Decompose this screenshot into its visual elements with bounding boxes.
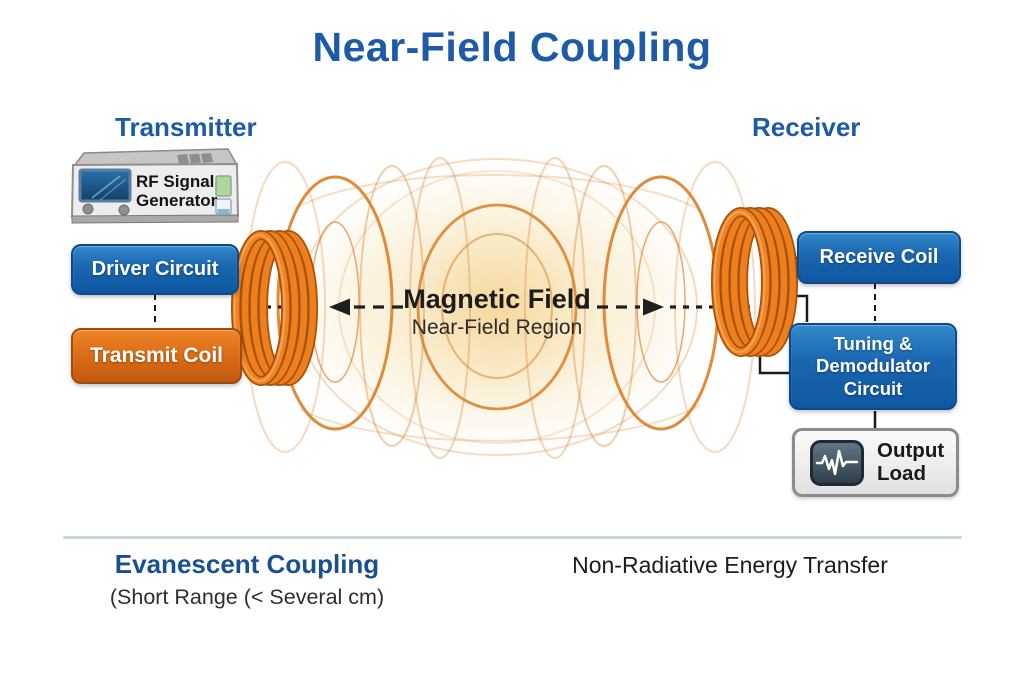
near-field-region-label: Near-Field Region xyxy=(411,316,583,339)
waveform-icon xyxy=(810,439,864,486)
output-load-label: Output Load xyxy=(877,439,945,485)
magnetic-field-label: Magnetic Field xyxy=(403,284,591,314)
footer-divider xyxy=(63,536,962,539)
transmit-coil-icon xyxy=(231,230,318,386)
page-title: Near-Field Coupling xyxy=(312,24,712,70)
output-load-box: Output Load xyxy=(792,428,959,497)
non-radiative-label: Non-Radiative Energy Transfer xyxy=(572,552,888,578)
generator-knob-icon xyxy=(118,204,130,216)
tuning-demodulator-box: Tuning & Demodulator Circuit xyxy=(789,323,957,410)
transmit-coil-box: Transmit Coil xyxy=(71,328,242,384)
evanescent-coupling-label: Evanescent Coupling xyxy=(114,549,380,579)
short-range-label: (Short Range (< Several cm) xyxy=(109,585,385,609)
receive-coil-icon xyxy=(711,207,798,357)
generator-green-indicator-icon xyxy=(215,175,232,197)
rf-generator-label: RF Signal Generator xyxy=(136,172,218,211)
driver-circuit-box: Driver Circuit xyxy=(71,244,239,295)
receiver-heading: Receiver xyxy=(752,112,861,142)
receive-coil-box: Receive Coil xyxy=(797,231,961,284)
generator-knob-icon xyxy=(82,203,94,215)
transmitter-heading: Transmitter xyxy=(115,112,257,142)
rf-generator-icon xyxy=(70,148,240,224)
